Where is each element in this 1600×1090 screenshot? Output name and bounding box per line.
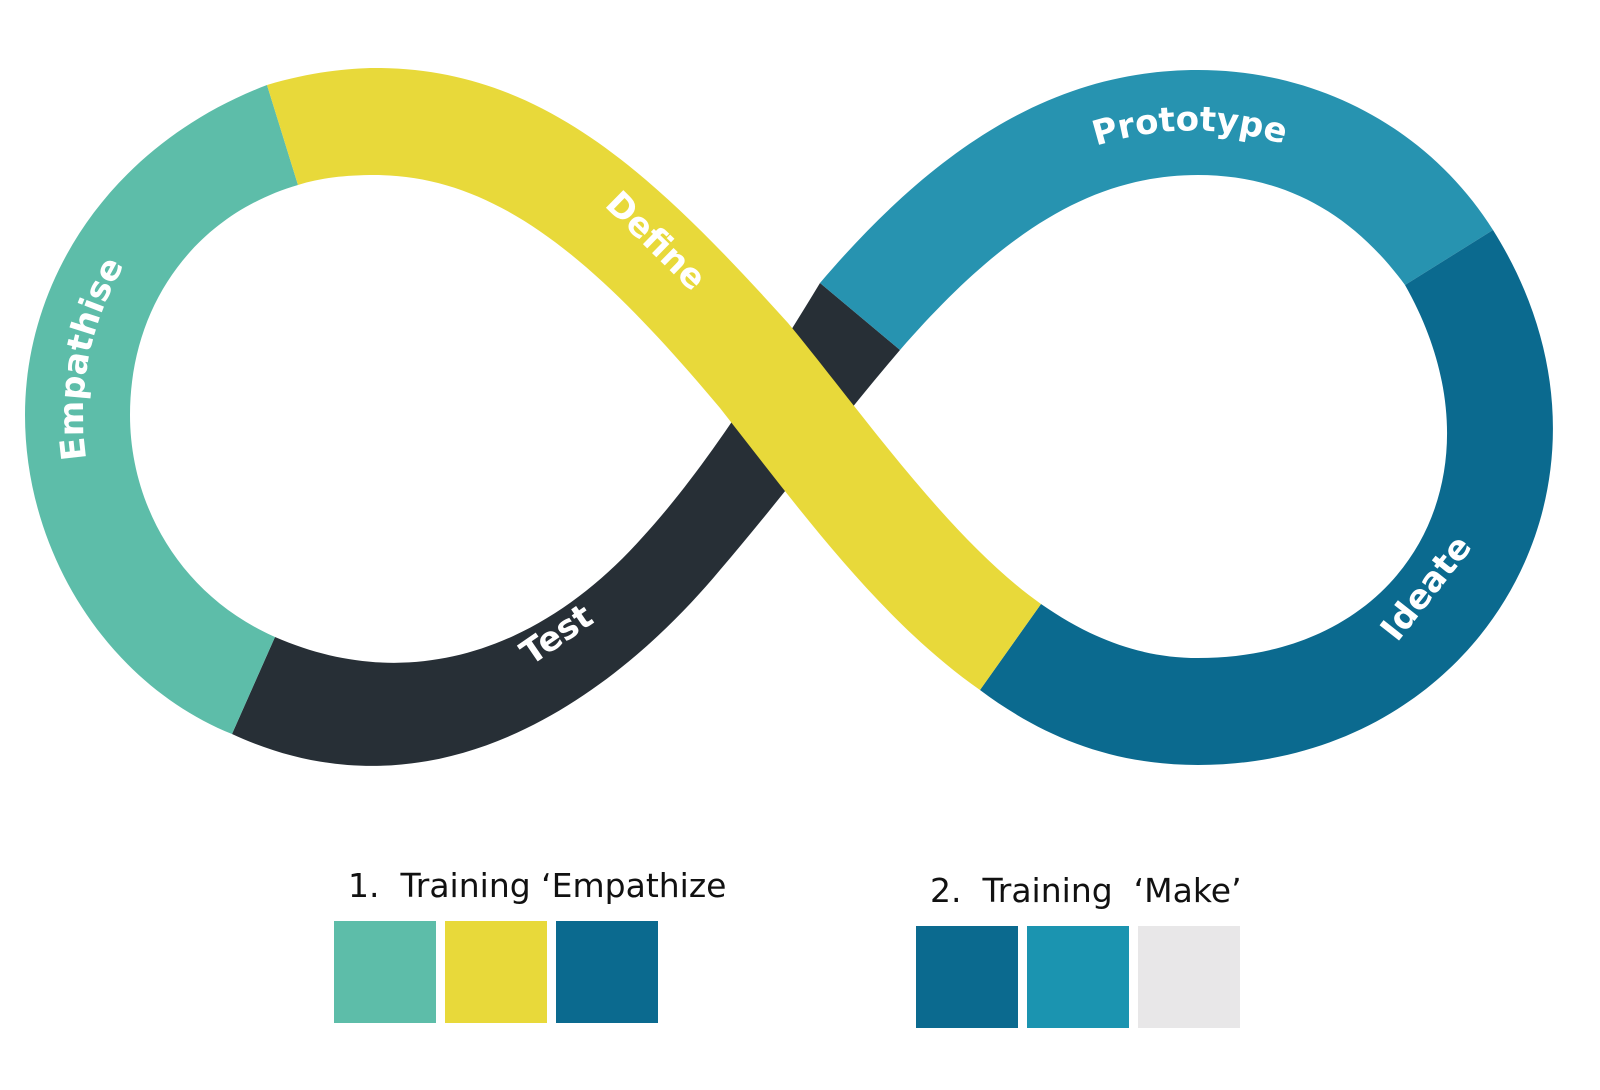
legend-title-empathize: 1. Training ‘Empathize: [348, 866, 727, 905]
legend-swatches-empathize: [334, 921, 658, 1023]
prototype-segment: [820, 70, 1493, 350]
legend-title-make: 2. Training ‘Make’: [930, 871, 1242, 910]
ideate-segment: [980, 230, 1553, 765]
test-segment: [232, 283, 900, 766]
legend-swatch: [1027, 926, 1129, 1028]
empathise-segment: [25, 85, 298, 734]
legend-swatches-make: [916, 926, 1240, 1028]
legend-swatch: [334, 921, 436, 1023]
legend-swatch: [445, 921, 547, 1023]
legend-swatch: [1138, 926, 1240, 1028]
legend-swatch: [916, 926, 1018, 1028]
define-segment: [267, 68, 1041, 690]
legend-swatch: [556, 921, 658, 1023]
